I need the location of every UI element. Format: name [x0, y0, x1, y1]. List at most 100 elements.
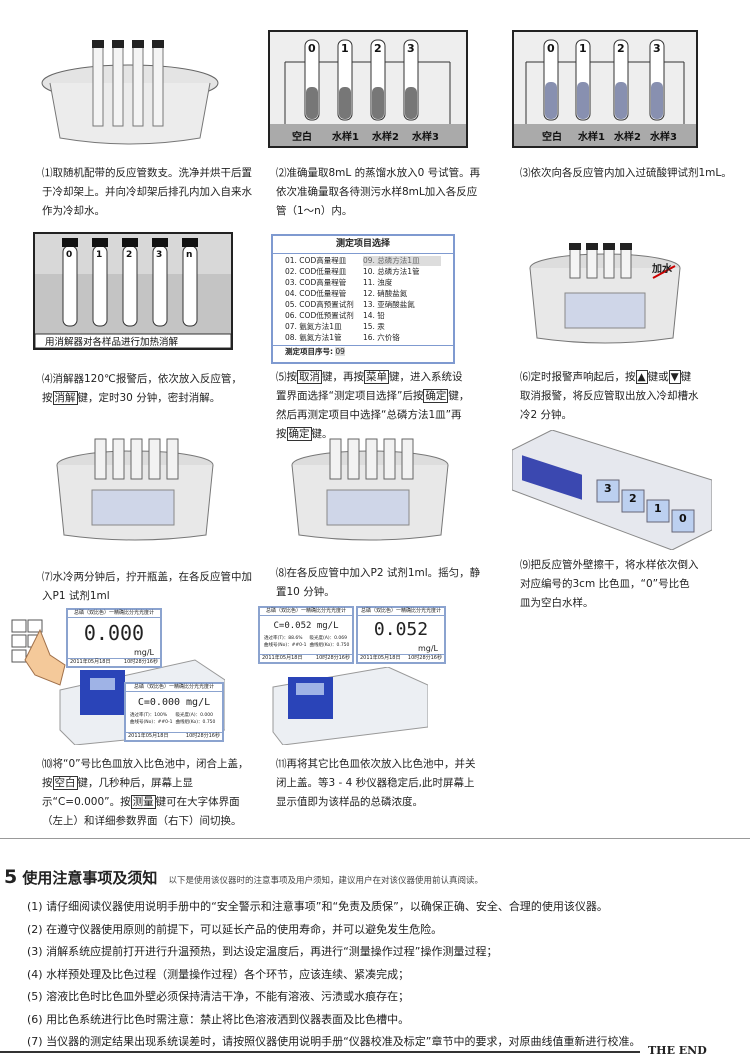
section-title: 使用注意事项及须知	[22, 869, 158, 887]
digester-caption: 用消解器对各样品进行加热消解	[45, 337, 179, 348]
step-3-text: ⑶依次向各反应管内加入过硫酸钾试剂1mL。	[520, 167, 732, 179]
menu-item[interactable]: 02. COD低量程皿	[285, 267, 347, 276]
digester-figure: 0 1 2 3 n 用消解器对各样品进行加热消解	[33, 232, 233, 350]
step-9-text: ⑼把反应管外壁擦干，将水样依次倒入对应编号的3cm 比色皿，“0”号比色皿为空白…	[520, 559, 699, 609]
detail-screen: 总磷（双比色）一精确比分光光度计 C=0.000 mg/L 透过率(T)：100…	[124, 682, 224, 742]
text: 键，再按	[322, 371, 364, 383]
tube-number: 3	[407, 42, 415, 55]
cancel-key[interactable]: 取消	[297, 370, 322, 384]
the-end-label: THE END	[648, 1044, 707, 1057]
param: 曲线号(No)：##0-1	[264, 643, 307, 648]
text: ⑹定时报警声响起后，按	[520, 371, 636, 383]
menu-item[interactable]: 16. 六价铬	[363, 333, 400, 342]
text: 键，几秒种后，屏幕上显示“C=0.000”。按	[42, 777, 193, 808]
screen-title: 总磷（双比色）一精确比分光光度计	[358, 608, 444, 616]
digester-unit-illustration	[529, 243, 681, 344]
menu-item[interactable]: 01. COD高量程皿	[285, 256, 347, 265]
menu-item[interactable]: 04. COD低量程管	[285, 289, 347, 298]
add-water-label: 加水	[652, 264, 672, 275]
menu-key[interactable]: 菜单	[364, 370, 389, 384]
time: 10时28分16秒	[407, 655, 442, 661]
menu-item[interactable]: 03. COD高量程管	[285, 278, 347, 287]
concentration-readout: 0.052	[373, 619, 429, 640]
menu-item[interactable]: 10. 总磷方法1管	[363, 267, 420, 276]
param: 吸光度(A)：0.000	[175, 713, 214, 718]
text: ⑷消解器120℃报警后，依次放入反应管，按	[42, 373, 242, 404]
menu-item[interactable]: 07. 氨氮方法1皿	[285, 322, 342, 331]
step-11-text: ⑾再将其它比色皿依次放入比色池中，并关闭上盖。等3 - 4 秒仪器稳定后,此时屏…	[276, 758, 476, 808]
rack-label: 水样3	[412, 132, 439, 143]
step-7-text: ⑺水冷两分钟后，拧开瓶盖，在各反应管中加入P1 试剂1ml	[42, 571, 252, 602]
tube-number: 1	[579, 42, 587, 55]
menu-item[interactable]: 14. 铅	[363, 311, 385, 320]
blank-key[interactable]: 空白	[52, 776, 78, 790]
note-item: (3) 消解系统应提前打开进行升温预热，到达设定温度后，再进行“测量操作过程”操…	[27, 945, 498, 958]
concentration-readout: C=0.000 mg/L	[137, 697, 211, 708]
menu-item-selected[interactable]: 09. 总磷方法1皿	[363, 256, 441, 266]
note-item: (2) 在遵守仪器使用原则的前提下，可以延长产品的使用寿命，并可以避免发生危险。	[27, 922, 443, 936]
hand-pressing-key-icon	[11, 619, 66, 686]
text: ⑸按	[276, 371, 297, 383]
note-item: (1) 请仔细阅读仪器使用说明手册中的“安全警示和注意事项”和“免责及质保”，以…	[27, 900, 608, 913]
step-8-text: ⑻在各反应管中加入P2 试剂1ml。摇匀，静置10 分钟。	[276, 567, 481, 598]
screen-title: 总磷（双比色）一精确比分光光度计	[260, 608, 352, 616]
rack-label: 水样1	[332, 132, 359, 143]
menu-item[interactable]: 08. 氨氮方法1管	[285, 333, 342, 342]
concentration-readout: 0.000	[83, 621, 145, 645]
footer-rule	[0, 1051, 640, 1053]
text: 键可在大字体界面（左上）和详细参数界面（右下）间切换。	[42, 796, 242, 827]
menu-item[interactable]: 15. 汞	[363, 322, 385, 331]
note-item: (6) 用比色系统进行比色时需注意：禁止将比色溶液洒到仪器表面及比色槽中。	[27, 1012, 410, 1026]
date: 2011年05月18日	[128, 733, 169, 739]
item-number-value[interactable]: 09	[335, 347, 345, 356]
screen-title: 总磷（双比色）一精确比分光光度计	[126, 684, 222, 692]
confirm-key[interactable]: 确定	[423, 389, 449, 403]
step-2-text: ⑵准确量取8mL 的蒸馏水放入0 号试管。再依次准确量取各待测污水样8mL加入各…	[276, 167, 481, 217]
cuvette-number: 0	[679, 512, 687, 525]
menu-item[interactable]: 05. COD高预置试剂	[285, 300, 354, 309]
cuvette-number: 3	[604, 482, 612, 495]
time: 10时28分16秒	[123, 659, 158, 665]
tube-number: 0	[308, 42, 316, 55]
menu-item[interactable]: 06. COD低预置试剂	[285, 311, 354, 320]
menu-item[interactable]: 11. 浊度	[363, 278, 393, 287]
time: 10时28分16秒	[185, 733, 220, 739]
section-number: 5	[4, 866, 18, 888]
note-item: (5) 溶液比色时比色皿外壁必须保持清洁干净，不能有溶液、污渍或水痕存在；	[27, 990, 410, 1003]
text: 键，定时30 分钟，密封消解。	[77, 392, 221, 404]
cuvette-number: 2	[629, 492, 637, 505]
tube-number: 0	[547, 42, 555, 55]
item-number-label: 测定项目序号:	[285, 347, 333, 356]
cooling-rack-illustration	[41, 40, 219, 145]
unit-label: mg/L	[133, 648, 154, 657]
menu-item[interactable]: 12. 硝酸盐氮	[363, 289, 408, 298]
step-6-text: ⑹定时报警声响起后，按▲键或▼键取消报警，将反应管取出放入冷却槽水冷2 分钟。	[520, 368, 700, 425]
param: 透过率(T)：88.6%	[264, 636, 303, 641]
tube-number: 3	[156, 250, 163, 260]
tube-number: 2	[374, 42, 382, 55]
up-key[interactable]: ▲	[635, 370, 648, 384]
confirm-key[interactable]: 确定	[286, 427, 312, 441]
cuvette-number: 1	[654, 502, 662, 515]
rack-label: 水样1	[578, 132, 605, 143]
notes-list: (1) 请仔细阅读仪器使用说明手册中的“安全警示和注意事项”和“免责及质保”，以…	[27, 896, 640, 1054]
tube-number: 3	[653, 42, 661, 55]
tube-number: 0	[66, 250, 73, 260]
step-10-text: ⑽将“0”号比色皿放入比色池中，闭合上盖，按空白键，几秒种后，屏幕上显示“C=0…	[42, 755, 252, 831]
digest-key[interactable]: 消解	[52, 391, 78, 405]
step-1-text: ⑴取随机配带的反应管数支。洗净并烘干后置于冷却架上。并向冷却架后排孔内加入自来水…	[42, 167, 252, 217]
text: 键。	[311, 428, 333, 440]
down-key[interactable]: ▼	[668, 370, 681, 384]
note-item: (4) 水样预处理及比色过程（测量操作过程）各个环节，应该连续、紧凑完成；	[27, 967, 410, 981]
date: 2011年05月18日	[360, 655, 401, 661]
cuvette-tray-illustration	[512, 430, 712, 550]
measure-key[interactable]: 测量	[130, 795, 156, 809]
menu-item[interactable]: 13. 亚硝酸盐氮	[363, 300, 415, 309]
rack-label: 水样2	[614, 132, 641, 143]
param: 透过率(T)：100%	[130, 713, 168, 718]
param: 吸光度(A)：0.069	[309, 636, 348, 641]
tube-number: 2	[126, 250, 133, 260]
param: 曲线组(Ko)：0.750	[175, 720, 216, 725]
